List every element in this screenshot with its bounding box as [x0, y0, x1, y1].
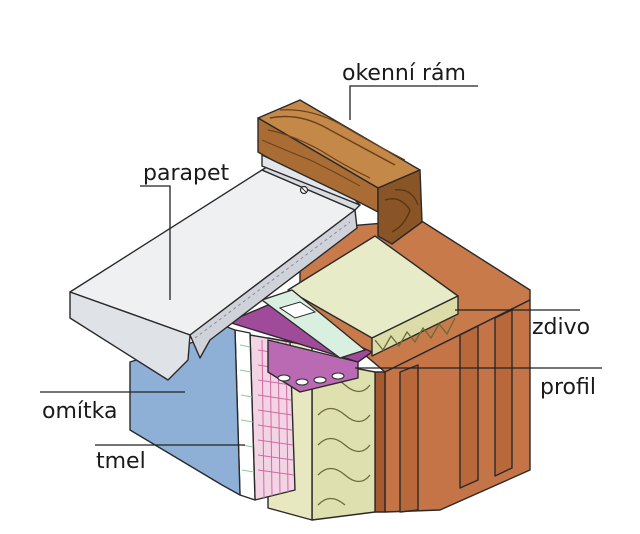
label-zdivo: zdivo: [532, 315, 590, 340]
connection-profile: [227, 289, 373, 393]
leader-okenni-ram: [349, 85, 478, 120]
leader-lines: [40, 85, 602, 446]
window-frame: [257, 99, 423, 245]
labels: okenní rám parapet zdivo profil omítka t…: [42, 61, 596, 474]
window-sill: [69, 154, 361, 381]
label-okenni-ram: okenní rám: [342, 61, 466, 86]
leader-parapet: [140, 185, 171, 300]
label-parapet: parapet: [143, 161, 229, 186]
label-profil: profil: [540, 375, 596, 400]
masonry: [299, 219, 531, 513]
label-tmel: tmel: [96, 449, 146, 474]
reinforcing-mesh: [234, 329, 296, 501]
insulation-panel: [287, 235, 459, 357]
label-omitka: omítka: [42, 399, 117, 424]
